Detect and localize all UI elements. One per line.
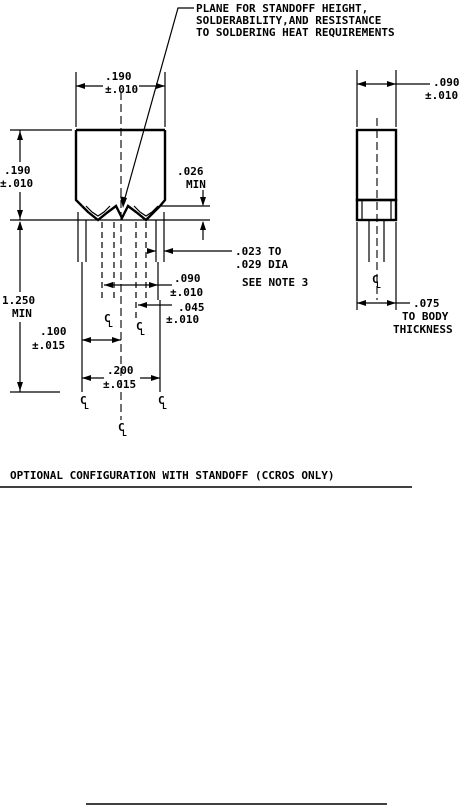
body-left-edge xyxy=(74,130,83,207)
dim-thickness-line-2: TO BODY xyxy=(402,310,449,323)
centerline-marker-1 xyxy=(104,312,113,329)
arrow-right xyxy=(156,83,165,89)
dim-body-height-value: .190 xyxy=(4,164,31,177)
arrow-090-left xyxy=(104,282,113,288)
arrow-standoff-up xyxy=(200,221,206,230)
dim-side-width-value: .090 xyxy=(433,76,460,89)
dim-standoff: .026 MIN xyxy=(160,165,210,240)
front-view xyxy=(74,92,167,420)
dim-lead-length-value: 1.250 xyxy=(2,294,35,307)
dim-span-090: .090 ±.010 xyxy=(104,262,203,300)
centerline-marker-2 xyxy=(136,320,145,337)
dim-lead-dia-line-2: .029 DIA xyxy=(235,258,288,271)
dim-lead-dia: .023 TO .029 DIA SEE NOTE 3 xyxy=(147,245,308,289)
side-thick-arrow-left xyxy=(357,300,366,306)
dim-span-045-value: .045 xyxy=(178,301,205,314)
callout-note: PLANE FOR STANDOFF HEIGHT, SOLDERABILITY… xyxy=(120,2,395,208)
arrow-045 xyxy=(138,302,147,308)
callout-line-3: TO SOLDERING HEAT REQUIREMENTS xyxy=(196,26,395,39)
arrow-left xyxy=(76,83,85,89)
dim-standoff-value: .026 xyxy=(177,165,204,178)
dim-thickness-line-3: THICKNESS xyxy=(393,323,453,336)
standoff-profile xyxy=(81,204,161,222)
dim-lead-length: 1.250 MIN xyxy=(2,221,60,393)
dim-span-045-tol: ±.010 xyxy=(166,313,199,326)
dim-span-200-tol: ±.015 xyxy=(103,378,136,391)
arrow-090-right xyxy=(149,282,158,288)
figure-caption: OPTIONAL CONFIGURATION WITH STANDOFF (CC… xyxy=(10,469,335,482)
centerline-marker-4 xyxy=(158,394,167,411)
side-view: .090 ±.010 .075 TO BODY THICKNESS xyxy=(355,70,460,336)
callout-line-2: SOLDERABILITY,AND RESISTANCE xyxy=(196,14,381,27)
dim-span-200: .200 ±.015 xyxy=(82,300,161,392)
callout-line-1: PLANE FOR STANDOFF HEIGHT, xyxy=(196,2,368,15)
callout-arrowhead xyxy=(120,196,127,208)
dim-body-height: .190 ±.010 xyxy=(0,129,210,221)
dim-body-height-tol: ±.010 xyxy=(0,177,33,190)
dim-lead-dia-line-1: .023 TO xyxy=(235,245,282,258)
dim-span-200-value: .200 xyxy=(107,364,134,377)
side-arrow-right xyxy=(387,81,396,87)
arrow-up xyxy=(17,131,23,140)
dim-side-width-tol: ±.010 xyxy=(425,89,458,102)
callout-leader xyxy=(122,7,194,206)
arrow-length-up xyxy=(17,221,23,230)
arrow-dia-left xyxy=(147,248,156,254)
dim-lead-length-unit: MIN xyxy=(12,307,32,320)
side-arrow-left xyxy=(357,81,366,87)
dim-span-045: .045 ±.010 xyxy=(138,301,205,326)
dim-span-100: .100 ±.015 xyxy=(32,262,121,392)
dim-width-top-tol: ±.010 xyxy=(105,83,138,96)
body-right-edge xyxy=(159,130,167,207)
side-body xyxy=(355,128,398,202)
dim-span-100-value: .100 xyxy=(40,325,67,338)
centerline-marker-5 xyxy=(118,421,127,438)
dim-lead-dia-note: SEE NOTE 3 xyxy=(242,276,308,289)
dim-standoff-unit: MIN xyxy=(186,178,206,191)
arrow-dia-right xyxy=(164,248,173,254)
arrow-length-down xyxy=(17,382,23,391)
arrow-200-right xyxy=(151,375,160,381)
centerline-marker-3 xyxy=(80,394,89,411)
dim-span-090-tol: ±.010 xyxy=(170,286,203,299)
dim-thickness-value: .075 xyxy=(413,297,440,310)
arrow-standoff-down xyxy=(200,197,206,206)
dim-width-top-value: .190 xyxy=(105,70,132,83)
dim-span-090-value: .090 xyxy=(174,272,201,285)
arrow-100-right xyxy=(112,337,121,343)
arrow-down xyxy=(17,210,23,219)
standoff-inner-left xyxy=(85,205,111,217)
dim-span-100-tol: ±.015 xyxy=(32,339,65,352)
standoff-inner-right xyxy=(133,205,159,217)
side-thick-arrow-right xyxy=(387,300,396,306)
side-centerline-marker xyxy=(372,273,381,290)
arrow-100-left xyxy=(82,337,91,343)
arrow-200-left xyxy=(82,375,91,381)
dim-width-top: .190 ±.010 xyxy=(75,70,166,127)
